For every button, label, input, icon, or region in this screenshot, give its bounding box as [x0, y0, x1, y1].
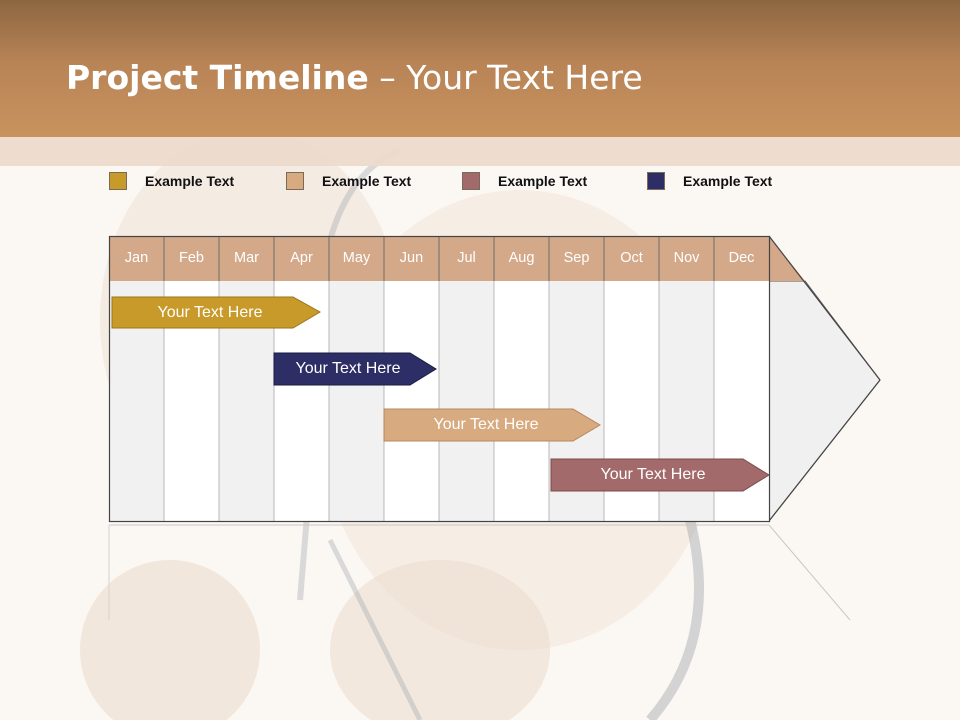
month-header-cell	[714, 236, 769, 281]
task-bar[interactable]	[111, 296, 322, 329]
month-label: Nov	[673, 250, 700, 266]
month-label: Aug	[508, 250, 535, 266]
legend-label: Example Text	[498, 173, 588, 189]
task-bar[interactable]	[383, 408, 601, 442]
month-header-cell	[274, 236, 329, 281]
month-header-cell	[384, 236, 439, 281]
task-bar[interactable]	[550, 458, 770, 492]
month-label: Feb	[179, 250, 204, 266]
month-label: Apr	[290, 250, 313, 266]
month-label: Jun	[399, 250, 424, 266]
title-rest: – Your Text Here	[368, 58, 643, 97]
month-header-cell	[604, 236, 659, 281]
month-header-cell	[439, 236, 494, 281]
month-label: Sep	[563, 250, 590, 266]
slide-title[interactable]: Project Timeline – Your Text Here	[66, 58, 643, 97]
legend-swatch	[462, 172, 480, 190]
header-band	[0, 0, 960, 137]
legend-item: Example Text	[462, 170, 587, 192]
month-header-cell	[109, 236, 164, 281]
legend-swatch	[109, 172, 127, 190]
header-subband	[0, 137, 960, 166]
legend-swatch	[647, 172, 665, 190]
month-header-cell	[164, 236, 219, 281]
month-header-cell	[494, 236, 549, 281]
month-column	[329, 281, 384, 521]
legend-label: Example Text	[683, 173, 773, 189]
month-header-cell	[659, 236, 714, 281]
month-label: May	[342, 250, 371, 266]
month-header-cell	[329, 236, 384, 281]
month-label: Mar	[234, 250, 259, 266]
legend-item: Example Text	[286, 170, 411, 192]
month-header-cell	[219, 236, 274, 281]
month-label: Jul	[457, 250, 476, 266]
task-bar[interactable]	[273, 352, 437, 386]
month-column	[494, 281, 549, 521]
legend-item: Example Text	[109, 170, 234, 192]
month-header-cell	[549, 236, 604, 281]
month-column	[384, 281, 439, 521]
legend-label: Example Text	[322, 173, 412, 189]
month-label: Jan	[124, 250, 149, 266]
month-label: Oct	[620, 250, 643, 266]
legend-label: Example Text	[145, 173, 235, 189]
task-label: Your Text Here	[600, 466, 706, 483]
legend-item: Example Text	[647, 170, 772, 192]
month-column	[439, 281, 494, 521]
task-label: Your Text Here	[295, 360, 401, 377]
task-label: Your Text Here	[433, 416, 539, 433]
title-bold: Project Timeline	[66, 58, 369, 97]
month-label: Dec	[728, 250, 755, 266]
legend-swatch	[286, 172, 304, 190]
task-label: Your Text Here	[157, 304, 263, 321]
